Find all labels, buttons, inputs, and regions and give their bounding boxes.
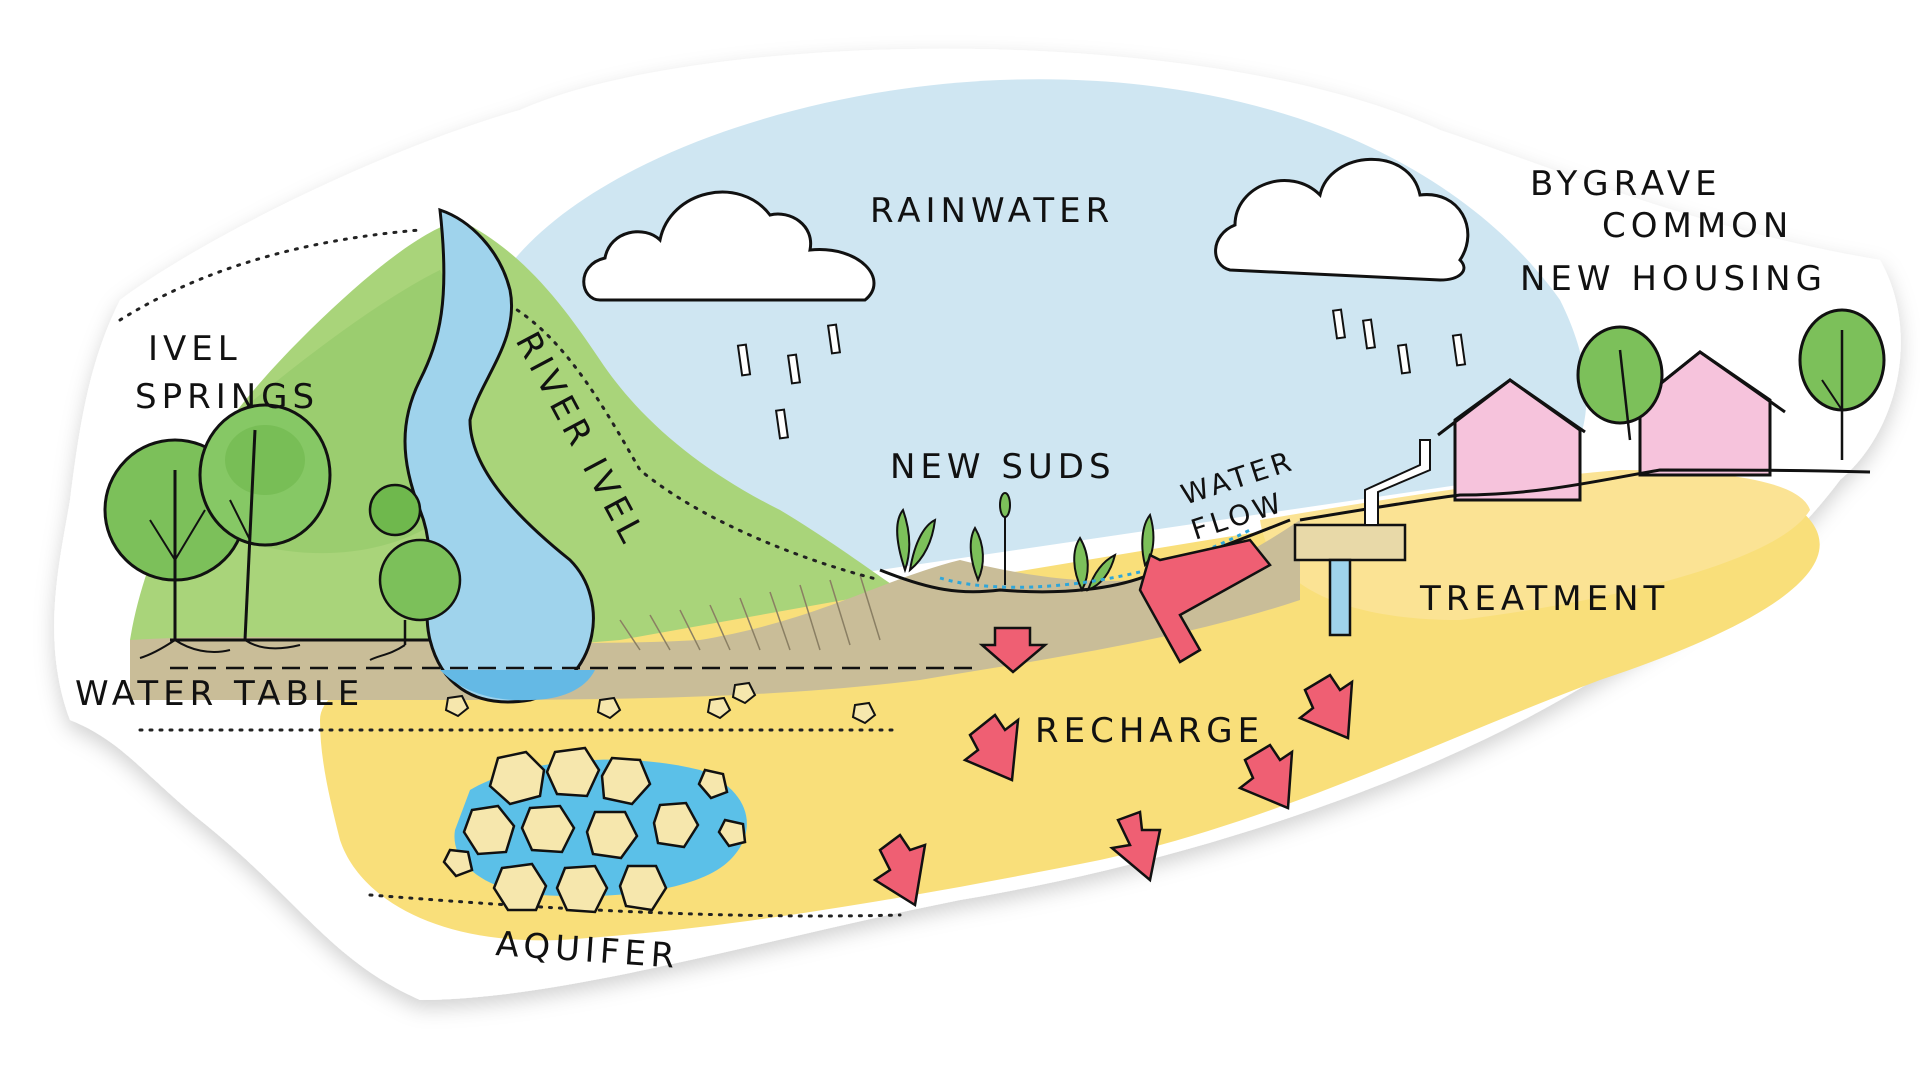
- treatment-ground: [1260, 470, 1810, 620]
- dotted-boundaries: [118, 228, 902, 918]
- recharge-arrow-6: [872, 833, 927, 908]
- treatment-tank: [1293, 439, 1431, 637]
- recharge-arrow-2: [962, 713, 1020, 782]
- bush-left: [368, 483, 462, 645]
- cloud-right: [1214, 157, 1470, 282]
- suds-plants: [896, 492, 1155, 593]
- label-new-housing: NEW HOUSING: [1520, 259, 1827, 299]
- cloud-left: [582, 190, 876, 302]
- pebbles: [444, 681, 877, 725]
- label-common: COMMON: [1602, 206, 1793, 246]
- recharge-arrow-4: [1237, 743, 1294, 810]
- label-treatment: TREATMENT: [1419, 579, 1669, 619]
- label-water-table: WATER TABLE: [75, 674, 364, 714]
- rain-drops: [736, 308, 1467, 440]
- label-bygrave: BYGRAVE: [1530, 164, 1722, 204]
- tree-right-2: [1798, 308, 1886, 460]
- recharge-arrow-5: [1109, 810, 1162, 883]
- flow-arrow: [1138, 538, 1272, 664]
- recharge-arrow-1: [978, 626, 1049, 674]
- label-new-suds: NEW SUDS: [890, 447, 1116, 487]
- recharge-arrow-3: [1297, 673, 1354, 740]
- river-pool: [440, 670, 595, 701]
- label-springs: SPRINGS: [135, 377, 319, 417]
- soil-hatching: [619, 574, 881, 651]
- house-left: [1437, 378, 1586, 502]
- housing-ground-line: [1299, 468, 1871, 522]
- tree-left-2: [198, 403, 332, 641]
- label-rainwater: RAINWATER: [870, 191, 1114, 231]
- aquifer-stones: [442, 746, 747, 914]
- roots: [139, 639, 406, 661]
- tree-right-1: [1576, 325, 1664, 441]
- label-recharge: RECHARGE: [1035, 711, 1264, 751]
- recharge-arrows: [872, 626, 1354, 908]
- label-ivel: IVEL: [148, 329, 242, 369]
